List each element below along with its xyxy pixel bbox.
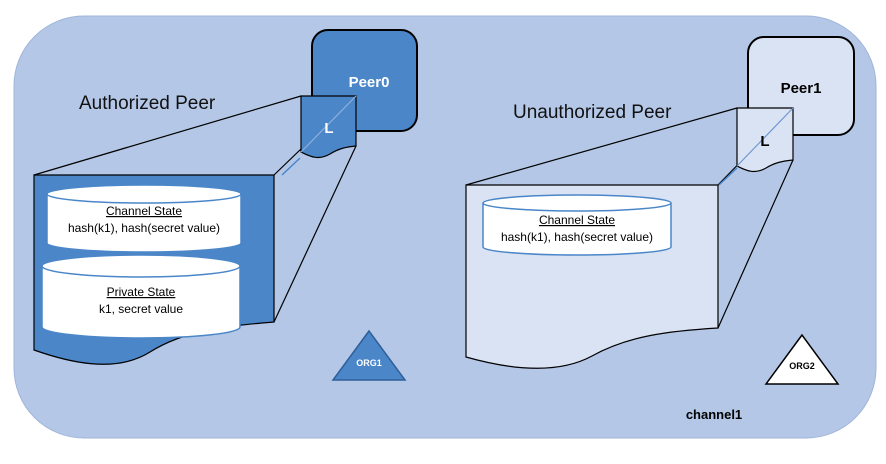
projection-line — [718, 167, 738, 186]
org2-label: ORG2 — [789, 361, 815, 371]
projection-line — [33, 95, 302, 176]
unauthorized-peer-title: Unauthorized Peer — [513, 102, 672, 123]
projection-line — [465, 107, 738, 186]
ledger-icon-peer1 — [736, 107, 794, 173]
authorized-peer-title: Authorized Peer — [79, 93, 216, 114]
channel-state-value-unauthorized: hash(k1), hash(secret value) — [501, 230, 653, 244]
channel-state-db-authorized — [46, 184, 242, 253]
ledger-icon-diagonal — [300, 95, 357, 153]
projection-line — [281, 157, 301, 176]
org2-triangle — [764, 333, 840, 385]
channel-state-title-authorized: Channel State — [106, 204, 182, 218]
ledger-label-peer0: L — [324, 120, 333, 137]
private-state-title: Private State — [107, 285, 176, 299]
private-state-db — [41, 254, 241, 339]
org1-triangle — [331, 329, 407, 381]
channel-state-title-unauthorized: Channel State — [539, 213, 615, 227]
projection-line — [717, 159, 794, 329]
ledger-label-peer1: L — [760, 133, 769, 150]
org1-label: ORG1 — [356, 358, 382, 368]
peer0-label: Peer0 — [349, 74, 390, 91]
channel-state-db-unauthorized — [482, 194, 672, 256]
channel-label: channel1 — [686, 407, 742, 422]
ledger-icon-peer0 — [300, 95, 357, 159]
projection-line — [273, 145, 357, 323]
ledger-icon-diagonal — [736, 107, 794, 167]
peer1-label: Peer1 — [781, 80, 822, 97]
private-state-value: k1, secret value — [99, 302, 183, 316]
channel-state-value-authorized: hash(k1), hash(secret value) — [68, 221, 220, 235]
